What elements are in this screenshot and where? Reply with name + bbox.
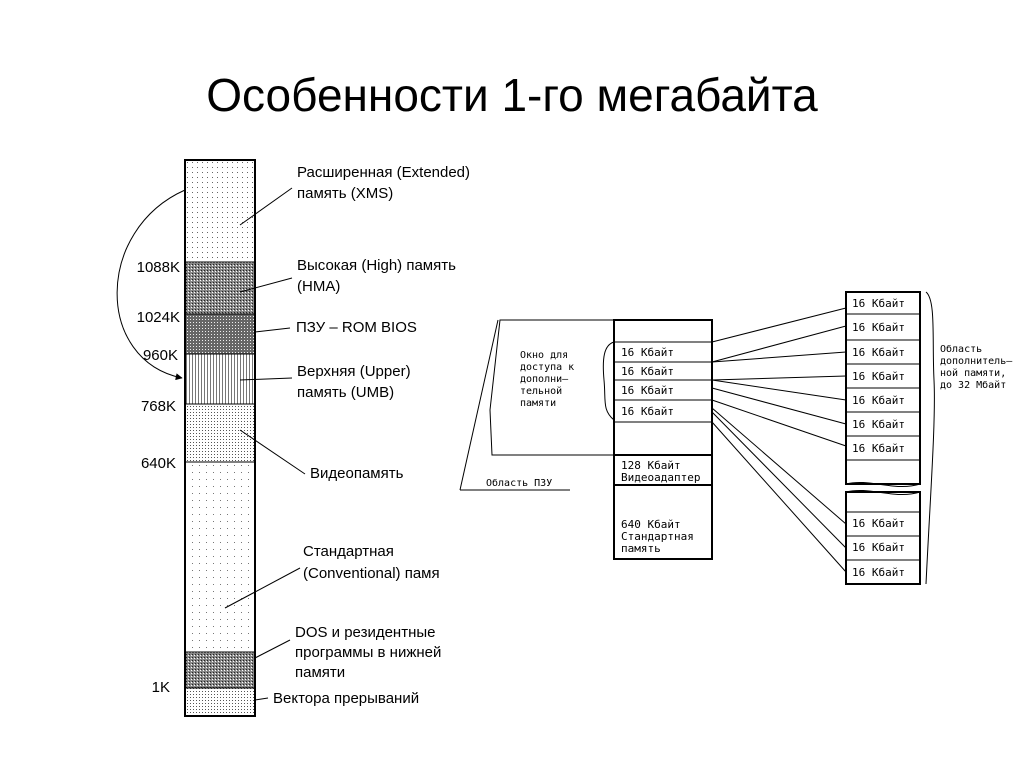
label-dos-line3: памяти	[295, 664, 345, 681]
mapping-lines	[711, 307, 847, 573]
label-high-line1: Высокая (High) память	[297, 257, 456, 274]
ext-page-8: 16 Кбайт	[852, 517, 905, 530]
break-line-bottom	[845, 490, 921, 496]
label-dos-line1: DOS и резидентные	[295, 624, 436, 641]
window-label-line4: тельной	[520, 385, 562, 397]
window-label-line2: доступа к	[520, 362, 574, 373]
ext-page-2: 16 Кбайт	[852, 321, 905, 334]
ext-page-6: 16 Кбайт	[852, 418, 905, 431]
ext-area-line3: ной памяти,	[940, 367, 1006, 379]
ext-area-brace	[925, 291, 935, 585]
label-video: Видеопамять	[310, 465, 404, 482]
address-1024k: 1024K	[137, 309, 180, 326]
interrupt-vectors-block	[184, 687, 256, 717]
address-1k: 1K	[152, 679, 170, 696]
memory-column-border	[184, 159, 256, 717]
standard-memory-line2: Стандартная	[621, 530, 694, 543]
mapping-arrow	[116, 189, 186, 381]
ext-page-5: 16 Кбайт	[852, 394, 905, 407]
hma-block	[184, 261, 256, 315]
ext-area-line4: до 32 Мбайт	[940, 379, 1006, 391]
dos-resident-block	[184, 651, 256, 689]
slide-title: Особенности 1-го мегабайта	[206, 69, 818, 121]
ext-area-line1: Область	[940, 343, 982, 355]
video-adapter-line2: Видеоадаптер	[621, 471, 700, 484]
standard-memory-block	[613, 484, 713, 560]
window-page-2-label: 16 Кбайт	[621, 365, 674, 378]
leader-rom-bios	[254, 327, 291, 333]
window-brace	[602, 341, 615, 421]
video-memory-block	[184, 403, 256, 463]
leader-extended	[239, 187, 293, 226]
leader-conventional	[224, 567, 301, 609]
label-conventional-line1: Стандартная	[303, 543, 394, 560]
address-640k: 640K	[141, 455, 176, 472]
label-extended-line2: память (XMS)	[297, 185, 393, 202]
leader-video	[239, 429, 306, 475]
leader-upper	[239, 377, 293, 381]
label-dos-line2: программы в нижней	[295, 644, 441, 661]
ext-page-10: 16 Кбайт	[852, 566, 905, 579]
ext-page-4: 16 Кбайт	[852, 370, 905, 383]
leader-dos	[254, 639, 291, 659]
label-upper-line2: память (UMB)	[297, 384, 394, 401]
ext-page-7: 16 Кбайт	[852, 442, 905, 455]
break-line-top	[845, 482, 921, 488]
memory-column	[184, 159, 256, 717]
window-page-4	[613, 399, 713, 423]
label-vectors: Вектора прерываний	[273, 690, 419, 707]
window-page-4-label: 16 Кбайт	[621, 405, 674, 418]
standard-memory-line1: 640 Кбайт	[621, 518, 681, 531]
window-bracket	[489, 319, 614, 456]
ext-area-line2: дополнитель–	[940, 356, 1013, 367]
ext-page-1: 16 Кбайт	[852, 297, 905, 310]
conventional-memory-block	[184, 461, 256, 653]
window-label-line3: дополни–	[520, 374, 569, 385]
label-upper-line1: Верхняя (Upper)	[297, 363, 411, 380]
label-high-line2: (HMA)	[297, 278, 340, 295]
window-page-1-label: 16 Кбайт	[621, 346, 674, 359]
extended-memory-block	[184, 159, 256, 263]
window-label-line5: памяти	[520, 398, 556, 409]
address-768k: 768K	[141, 398, 176, 415]
rom-area-label: Область ПЗУ	[486, 477, 552, 489]
rom-area-leader	[459, 319, 499, 491]
video-adapter-line1: 128 Кбайт	[621, 459, 681, 472]
label-rom-bios: ПЗУ – ROM BIOS	[296, 319, 417, 336]
ext-page-9: 16 Кбайт	[852, 541, 905, 554]
label-conventional-line2: (Conventional) памя	[303, 565, 440, 582]
umb-block	[184, 353, 256, 405]
leader-high	[239, 277, 293, 293]
window-page-3-label: 16 Кбайт	[621, 384, 674, 397]
ext-column-bottom	[845, 491, 921, 585]
standard-memory-line3: память	[621, 542, 661, 555]
extended-memory-column	[845, 291, 921, 585]
address-960k: 960K	[143, 347, 178, 364]
rom-bios-block	[184, 313, 256, 355]
label-extended-line1: Расширенная (Extended)	[297, 164, 470, 181]
ext-page-3: 16 Кбайт	[852, 346, 905, 359]
window-label-line1: Окно для	[520, 350, 568, 361]
address-1088k: 1088K	[137, 259, 180, 276]
leader-vectors	[254, 697, 269, 701]
